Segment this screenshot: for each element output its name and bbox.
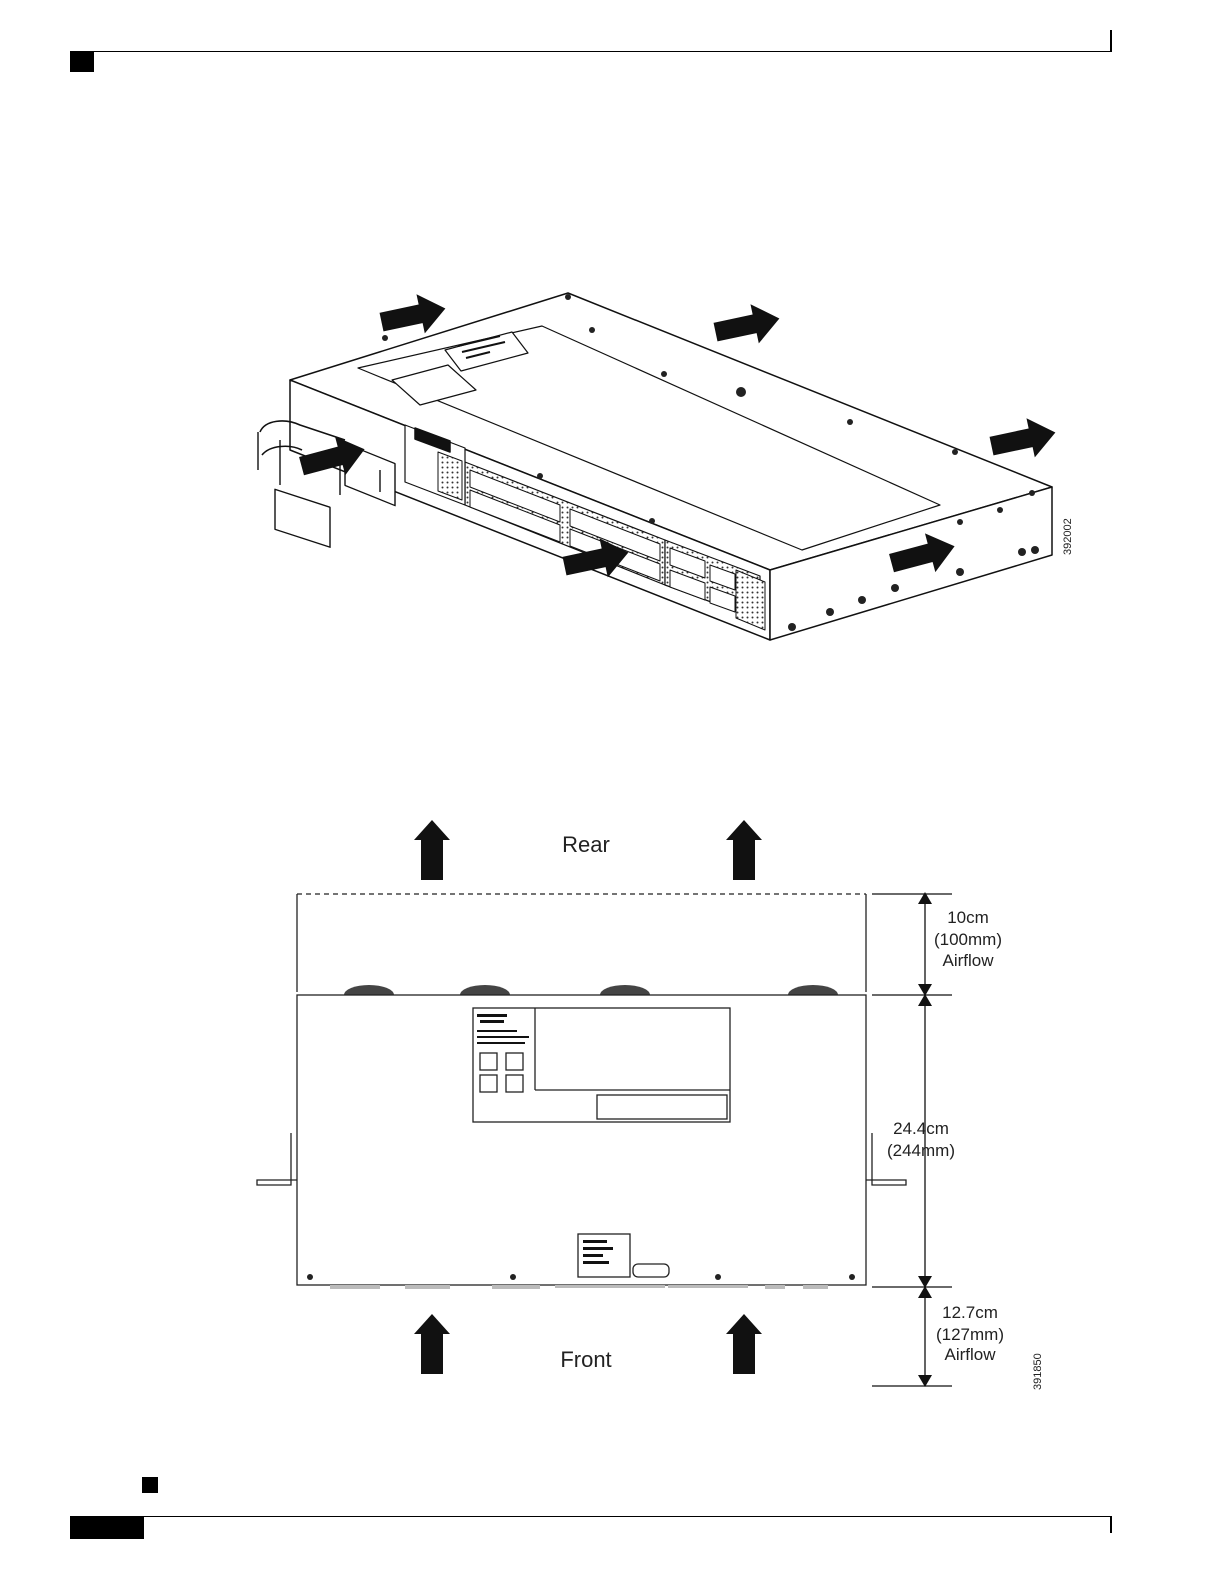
chassis-depth-label: 24.4cm (244mm) <box>887 1119 955 1160</box>
arrow-icon <box>712 300 783 350</box>
footer-rule <box>70 1516 1112 1517</box>
fan-vents <box>344 985 838 995</box>
chassis-depth-line-2: (244mm) <box>887 1141 955 1160</box>
front-clearance-line-2: (127mm) <box>936 1325 1004 1344</box>
up-arrow-icon <box>414 820 450 880</box>
rear-label: Rear <box>562 832 610 857</box>
rear-clearance-line-1: 10cm <box>947 908 989 927</box>
rear-clearance-label: 10cm (100mm) Airflow <box>934 908 1002 970</box>
up-arrow-icon <box>726 1314 762 1374</box>
front-clearance-label: 12.7cm (127mm) Airflow <box>936 1303 1004 1364</box>
rear-clearance-line-2: (100mm) <box>934 930 1002 949</box>
up-arrow-icon <box>414 1314 450 1374</box>
up-arrow-icon <box>726 820 762 880</box>
chassis-illustration <box>258 293 1052 640</box>
rear-clearance-line-3: Airflow <box>942 951 994 970</box>
figure-top-view-clearance: Rear Front <box>0 700 1224 1420</box>
page-number-block <box>70 1517 144 1539</box>
figure-1-id: 392002 <box>1062 518 1074 555</box>
footer-marker <box>142 1477 158 1493</box>
figure-isometric-airflow: 392002 <box>0 0 1224 700</box>
front-clearance-line-1: 12.7cm <box>942 1303 998 1322</box>
rear-clearance-zone <box>297 894 866 992</box>
arrow-icon <box>988 414 1059 464</box>
footer-tick <box>1110 1517 1112 1533</box>
dimension-lines <box>872 894 952 1386</box>
chassis-top-view <box>257 995 906 1289</box>
figure-2-id: 391850 <box>1032 1353 1044 1390</box>
front-clearance-line-3: Airflow <box>944 1345 996 1364</box>
front-label: Front <box>560 1347 611 1372</box>
chassis-depth-line-1: 24.4cm <box>893 1119 949 1138</box>
